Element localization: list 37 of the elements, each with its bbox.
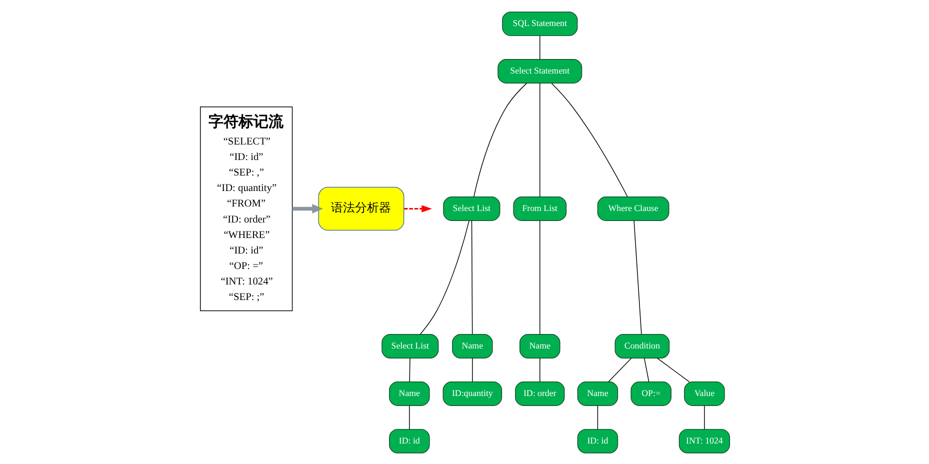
node-box: Select List xyxy=(442,196,500,220)
connector xyxy=(470,220,472,334)
node-box: Value xyxy=(684,381,724,406)
connector xyxy=(539,82,540,197)
connector xyxy=(539,357,540,382)
connector xyxy=(408,404,410,429)
node-box: SQL Statement xyxy=(502,11,578,36)
node-box: ID: order xyxy=(514,381,564,406)
node-box: Name xyxy=(452,334,492,358)
node-box: 语法分析器 xyxy=(318,186,404,230)
arrow xyxy=(404,204,432,212)
connector xyxy=(643,357,649,382)
connector xyxy=(656,357,690,382)
connector xyxy=(408,357,410,382)
connector xyxy=(473,82,527,197)
node-box: Name xyxy=(576,381,618,406)
node-box: ID:quantity xyxy=(442,381,502,406)
node-box: ID: id xyxy=(388,428,430,453)
node-box: INT: 1024 xyxy=(678,428,730,453)
node-box: 字符标记流 “SELECT” “ID: id” “SEP: ,” “ID: quantity” “FROM” “ID: order” “WHERE” “ID: id” “OP: =” “INT: 1024” “SEP: ;” xyxy=(200,106,292,311)
connector xyxy=(419,220,469,334)
connector xyxy=(550,82,628,196)
node-box: Name xyxy=(518,334,560,358)
connector xyxy=(539,220,540,334)
arrow xyxy=(292,204,323,214)
node-box: ID: id xyxy=(576,428,618,453)
connector xyxy=(539,34,540,60)
node-box: From List xyxy=(512,196,566,220)
node-box: Where Clause xyxy=(596,196,669,220)
connector xyxy=(596,404,598,429)
node-box: Condition xyxy=(614,334,670,358)
node-box: Select Statement xyxy=(497,58,582,83)
connector xyxy=(608,357,632,382)
node-box: OP:= xyxy=(630,381,671,406)
connector xyxy=(633,220,642,334)
node-box: Name xyxy=(388,381,430,406)
node-box: Select List xyxy=(381,334,438,358)
